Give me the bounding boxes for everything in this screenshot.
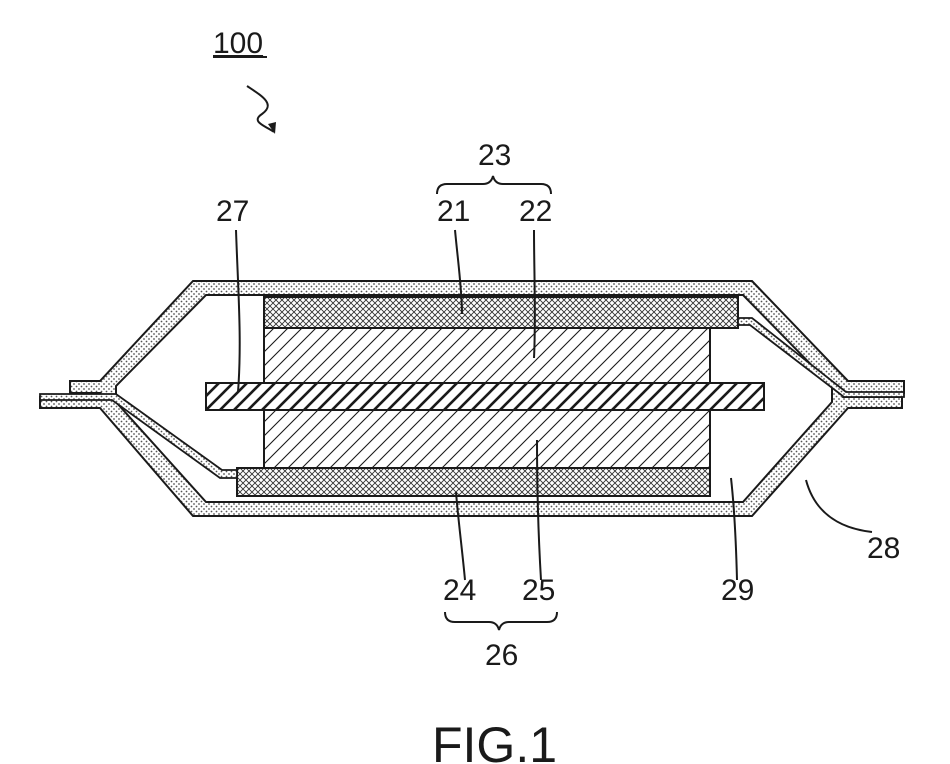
label-26: 26 xyxy=(485,639,518,672)
active-layer-25 xyxy=(264,410,710,468)
current-collector-24 xyxy=(237,468,710,496)
label-29: 29 xyxy=(721,574,754,607)
brace-23 xyxy=(437,176,551,194)
figure-caption: FIG.1 xyxy=(432,717,557,764)
label-22: 22 xyxy=(519,195,552,228)
label-100: 100 xyxy=(213,27,263,60)
label-23: 23 xyxy=(478,139,511,172)
label-27: 27 xyxy=(216,195,249,228)
label-24: 24 xyxy=(443,574,476,607)
brace-26 xyxy=(445,612,557,630)
label-21: 21 xyxy=(437,195,470,228)
separator-27 xyxy=(206,383,764,410)
current-collector-21 xyxy=(264,297,738,328)
active-layer-22 xyxy=(264,328,710,383)
label-25: 25 xyxy=(522,574,555,607)
label-28: 28 xyxy=(867,532,900,565)
